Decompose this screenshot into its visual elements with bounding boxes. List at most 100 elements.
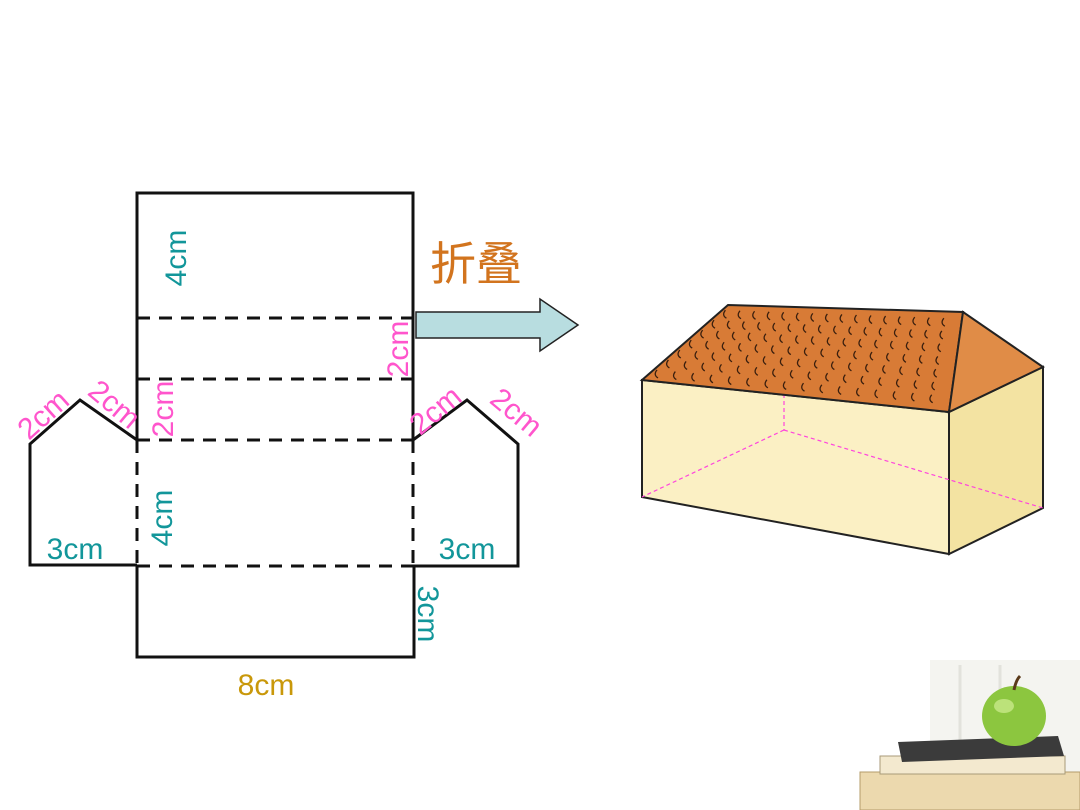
label-roof-right: 2cm <box>382 321 415 378</box>
roof-tile <box>830 361 835 371</box>
roof-tile <box>854 314 858 324</box>
label-right-gable-wall: 3cm <box>439 533 496 566</box>
label-base-face: 4cm <box>146 490 179 547</box>
roof-tile <box>787 346 792 356</box>
roof-tile <box>833 325 837 335</box>
roof-tile <box>863 326 868 336</box>
roof-tile <box>801 382 805 392</box>
roof-tile <box>918 354 923 364</box>
fold-arrow-icon <box>415 297 580 353</box>
left-gable-outline <box>28 398 138 567</box>
roof-tile <box>824 313 829 323</box>
roof-tile <box>856 387 860 397</box>
roof-tile <box>757 321 761 331</box>
roof-tile <box>711 352 716 362</box>
roof-tile <box>926 317 931 327</box>
book-bottom <box>859 771 1080 810</box>
roof-tile <box>916 367 921 377</box>
label-bottom-side: 3cm <box>411 586 444 643</box>
roof-tile <box>766 311 771 321</box>
roof-tile <box>726 320 731 330</box>
roof-tile <box>746 377 750 387</box>
roof-tile <box>882 364 886 374</box>
roof-tile <box>826 336 831 346</box>
roof-tile <box>736 365 741 375</box>
roof-tile <box>931 381 936 391</box>
roof-tile <box>858 338 863 348</box>
roof-tile <box>779 334 784 344</box>
roof-tile <box>839 314 844 324</box>
roof-tile <box>893 328 898 338</box>
roof-tile <box>683 361 688 370</box>
roof-tile <box>939 330 944 340</box>
roof-tile <box>910 392 915 402</box>
roof-tile <box>878 327 883 337</box>
roof-tile <box>694 350 699 360</box>
label-left-gable-slope-1: 2cm <box>12 384 76 446</box>
roof-tile <box>874 389 879 399</box>
roof-tile <box>711 319 716 329</box>
roof-tile <box>848 326 853 336</box>
roof-tile <box>868 315 873 325</box>
roof-tile <box>700 329 704 339</box>
roof-tile <box>716 330 720 340</box>
roof-tile <box>728 353 733 363</box>
roof-tile <box>779 357 784 367</box>
fold-arrow: 折叠 <box>415 237 580 353</box>
roof-tile <box>719 363 723 373</box>
roof-tile <box>886 352 890 362</box>
label-length: 8cm <box>238 669 295 702</box>
roof-tile <box>889 340 894 350</box>
roof-tile <box>737 310 742 320</box>
folded-house <box>639 303 1045 556</box>
roof-tile <box>763 333 768 343</box>
roof-tile <box>754 344 759 353</box>
roof-tile <box>738 342 742 352</box>
label-right-gable-slope-2: 2cm <box>484 382 549 444</box>
roof-tile <box>813 359 818 369</box>
roof-tile <box>795 335 799 345</box>
roof-tile <box>897 316 902 326</box>
roof-tile <box>865 363 869 373</box>
roof-tile <box>764 379 769 389</box>
roof-tile <box>789 369 794 379</box>
roof-tile <box>842 374 847 384</box>
roof-tile <box>913 380 918 390</box>
roof-tile <box>820 348 825 358</box>
label-left-gable-wall: 3cm <box>47 533 104 566</box>
roof-tile <box>796 358 801 368</box>
roof-tile <box>941 317 946 327</box>
roof-tile <box>883 315 887 325</box>
roof-tile <box>741 321 746 331</box>
roof-tile <box>721 341 726 351</box>
roof-tile <box>754 366 759 376</box>
roof-tile <box>762 355 767 365</box>
roof-tile <box>836 349 841 359</box>
roof-tile <box>803 347 808 357</box>
roof-tile <box>705 340 710 350</box>
roof-tile <box>654 369 659 379</box>
roof-tile <box>935 356 940 366</box>
roof-tile <box>672 371 677 381</box>
roof-tile <box>892 391 897 400</box>
roof-tile <box>731 331 736 341</box>
roof-tile <box>752 310 756 320</box>
fold-lines <box>135 316 415 568</box>
roof-tile <box>825 372 829 382</box>
fold-label: 折叠 <box>430 237 522 291</box>
roof-tile <box>727 376 732 386</box>
roof-tile <box>837 386 842 396</box>
roof-tile <box>771 345 775 355</box>
roof-tile <box>691 372 696 382</box>
decoration-books-apple <box>859 660 1080 810</box>
roof-tile <box>895 378 900 388</box>
house-roof-gable-end <box>947 310 1045 414</box>
roof-tile <box>899 366 903 376</box>
unfolded-net <box>28 191 520 659</box>
roof-tile <box>929 394 934 404</box>
roof-tile <box>924 329 929 339</box>
roof-tile <box>810 336 815 345</box>
roof-tile <box>795 312 800 322</box>
roof-tile <box>902 353 907 363</box>
